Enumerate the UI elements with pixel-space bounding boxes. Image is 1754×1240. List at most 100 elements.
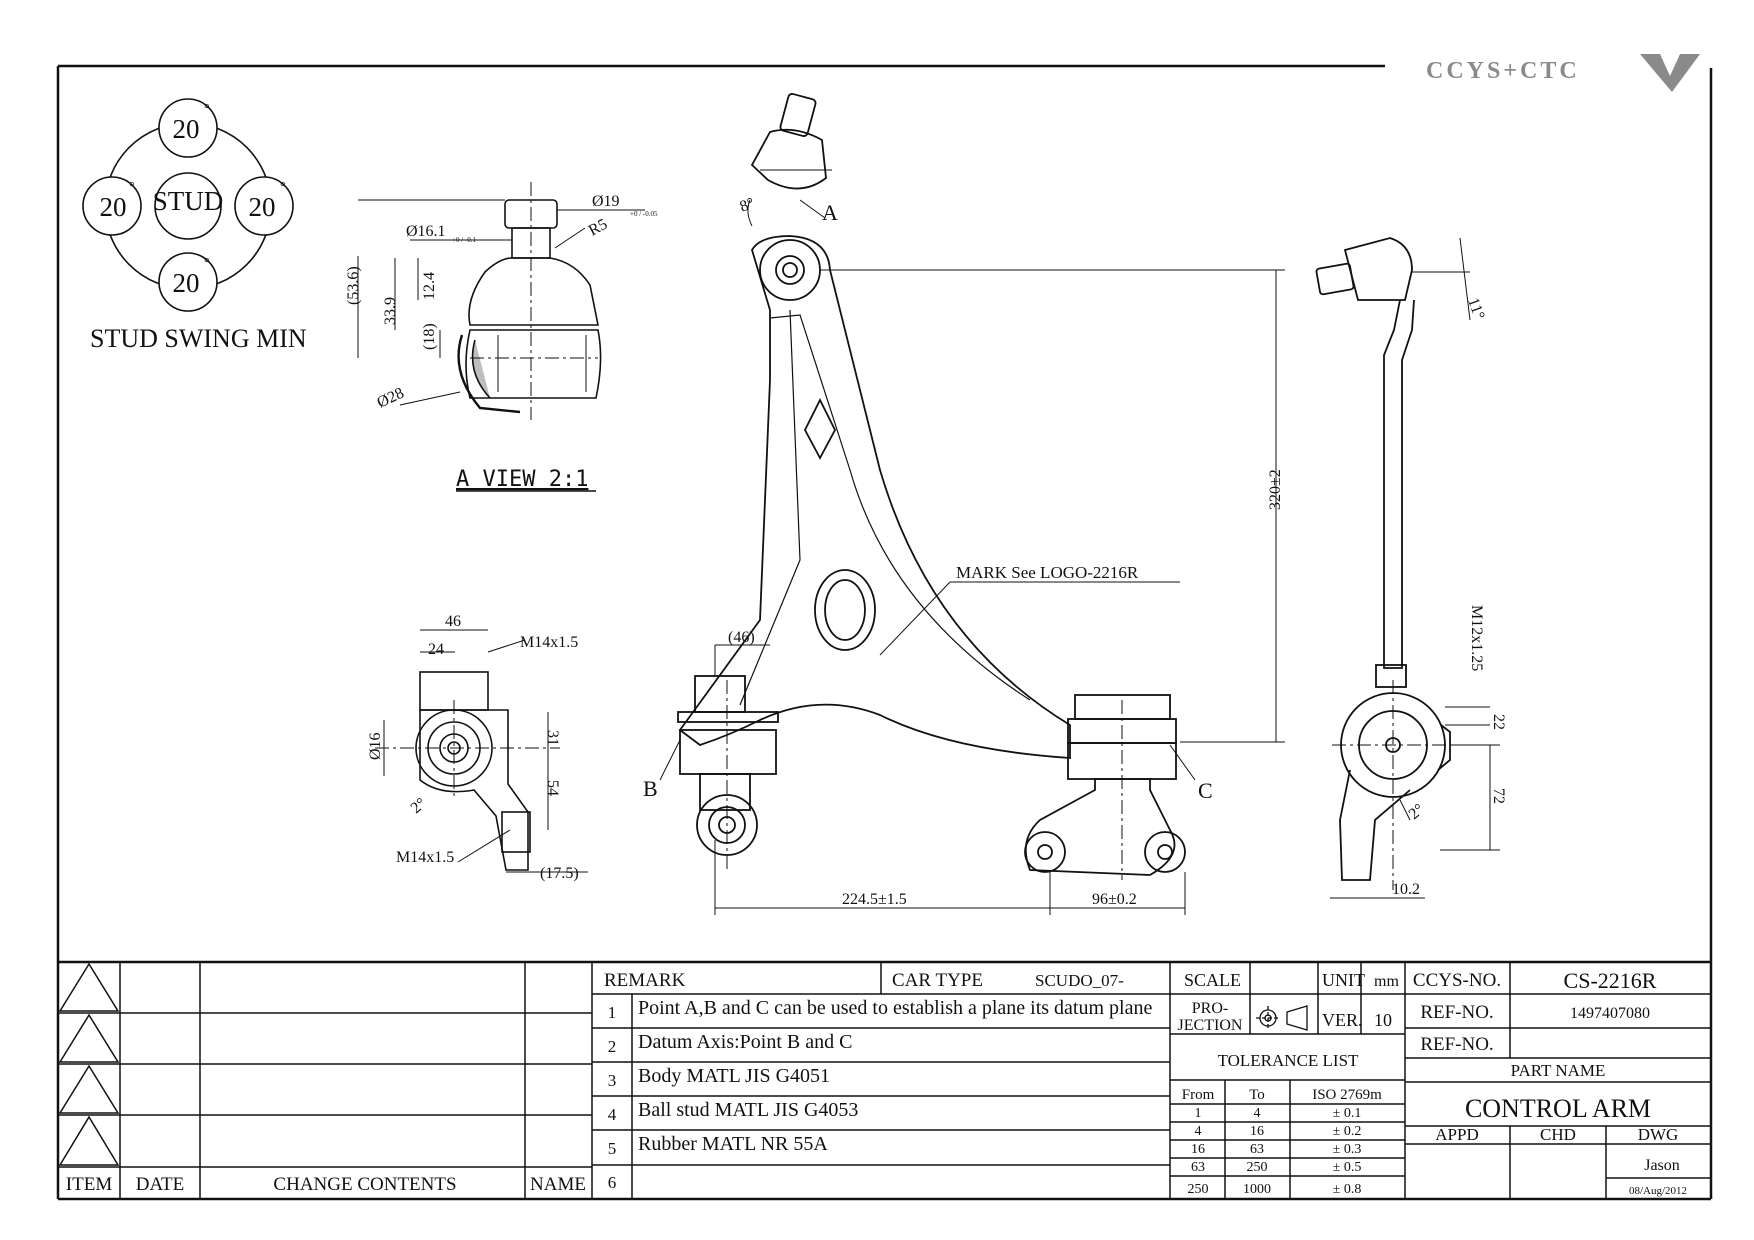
ver-value: 10 [1374,1010,1392,1030]
dim-54: 54 [544,780,561,796]
dim-h339: 33.9 [382,297,399,325]
dim-31: 31 [544,730,561,746]
remark-no-4: 4 [608,1105,617,1124]
tol-row-4-from: 63 [1191,1160,1205,1175]
remark-no-1: 1 [608,1003,617,1022]
brand-logo: CCYS+CTC [1426,54,1700,92]
car-type-label: CAR TYPE [892,970,983,991]
side-view-drawing [375,671,560,871]
stud-swing-caption: STUD SWING MIN [90,324,307,353]
dim-d19-tol: +0 / -0.05 [630,210,658,218]
right-view-drawing [1315,237,1470,890]
remark-text-5: Rubber MATL NR 55A [638,1133,828,1155]
unit-value: mm [1374,973,1399,990]
control-arm-dimensions [659,199,1285,915]
tol-row-3-to: 63 [1250,1142,1264,1157]
dim-h18: (18) [421,323,438,350]
part-name-label: PART NAME [1511,1061,1606,1080]
remark-no-5: 5 [608,1139,617,1158]
right-view-dimensions [1330,237,1500,899]
remark-text-2: Datum Axis:Point B and C [638,1031,852,1053]
tol-row-3-iso: ± 0.3 [1333,1142,1362,1157]
tol-row-5-from: 250 [1188,1182,1209,1197]
dim-a11: 11° [1464,296,1487,322]
stud-label: STUD [153,186,224,216]
remark-no-2: 2 [608,1037,617,1056]
projection-label-1: PRO- [1192,1000,1228,1017]
tol-row-4-to: 250 [1247,1160,1268,1175]
rev-header-name: NAME [530,1174,586,1195]
side-view-dimensions [383,629,588,873]
point-c-label: C [1198,778,1213,803]
projection-label-2: JECTION [1178,1017,1243,1034]
dim-r5: R5 [586,216,610,240]
a-view-dimensions [357,199,645,406]
unit-label: UNIT [1322,970,1365,990]
dwg-date: 08/Aug/2012 [1629,1185,1687,1197]
tol-row-5-to: 1000 [1243,1182,1271,1197]
ref-no-label-2: REF-NO. [1420,1034,1493,1055]
dim-46: 46 [445,613,461,630]
rev-header-date: DATE [136,1174,185,1195]
remark-no-6: 6 [608,1173,617,1192]
tol-header-to: To [1249,1087,1265,1103]
tol-row-3-from: 16 [1191,1142,1205,1157]
dim-46-main: (46) [728,629,755,646]
rev-header-change: CHANGE CONTENTS [273,1174,456,1195]
ver-label: VER. [1322,1010,1363,1030]
scale-label: SCALE [1184,970,1241,990]
remark-label: REMARK [604,970,686,991]
swing-angle-bottom: 20 [173,268,200,298]
stud-swing-diagram [82,98,294,312]
brand-logo-text: CCYS+CTC [1426,58,1580,84]
dwg-label: DWG [1638,1125,1679,1144]
a-view-drawing [457,182,602,420]
tol-row-1-from: 1 [1195,1106,1202,1121]
ref-no-label: REF-NO. [1420,1002,1493,1023]
brand-logo-emblem [1640,54,1700,92]
chd-label: CHD [1540,1125,1576,1144]
dim-m14-bottom: M14x1.5 [396,849,454,866]
point-b-label: B [643,776,658,801]
title-block-grid [58,960,1711,1199]
projection-symbol [1256,1005,1308,1031]
deg-right: ° [280,180,286,195]
a-view-caption: A VIEW 2:1 [456,467,588,492]
dim-d161-tol: +0 / -0.1 [452,236,476,244]
deg-left: ° [129,180,135,195]
deg-bottom: ° [204,256,210,271]
swing-angle-top: 20 [173,114,200,144]
tol-row-2-from: 4 [1195,1124,1202,1139]
dim-72: 72 [1490,788,1507,804]
dim-22: 22 [1490,714,1507,730]
remark-text-1: Point A,B and C can be used to establish… [638,997,1152,1019]
swing-angle-right: 20 [249,192,276,222]
rev-header-item: ITEM [66,1174,113,1195]
deg-top: ° [204,102,210,117]
point-a-label: A [822,200,838,225]
part-name-value: CONTROL ARM [1465,1094,1651,1123]
dim-d161: Ø16.1 [406,223,446,240]
mark-label: MARK See LOGO-2216R [956,563,1139,582]
remark-text-3: Body MATL JIS G4051 [638,1065,830,1087]
tolerance-title: TOLERANCE LIST [1218,1051,1359,1070]
dwg-name: Jason [1644,1157,1680,1174]
ccys-no-value: CS-2216R [1564,968,1657,993]
tol-row-5-iso: ± 0.8 [1333,1182,1362,1197]
tol-row-4-iso: ± 0.5 [1333,1160,1362,1175]
dim-320: 320±2 [1267,469,1284,510]
dim-24: 24 [428,641,444,658]
dim-d19: Ø19 [592,193,620,210]
tol-header-iso: ISO 2769m [1312,1087,1382,1103]
tol-row-2-iso: ± 0.2 [1333,1124,1362,1139]
dim-96: 96±0.2 [1092,891,1137,908]
tol-row-2-to: 16 [1250,1124,1264,1139]
swing-angle-left: 20 [100,192,127,222]
dim-angle-8: 8° [738,195,757,216]
border-frame [56,64,1713,1201]
dim-d16: Ø16 [367,732,384,760]
tol-header-from: From [1182,1087,1215,1103]
appd-label: APPD [1435,1125,1478,1144]
remark-no-3: 3 [608,1071,617,1090]
